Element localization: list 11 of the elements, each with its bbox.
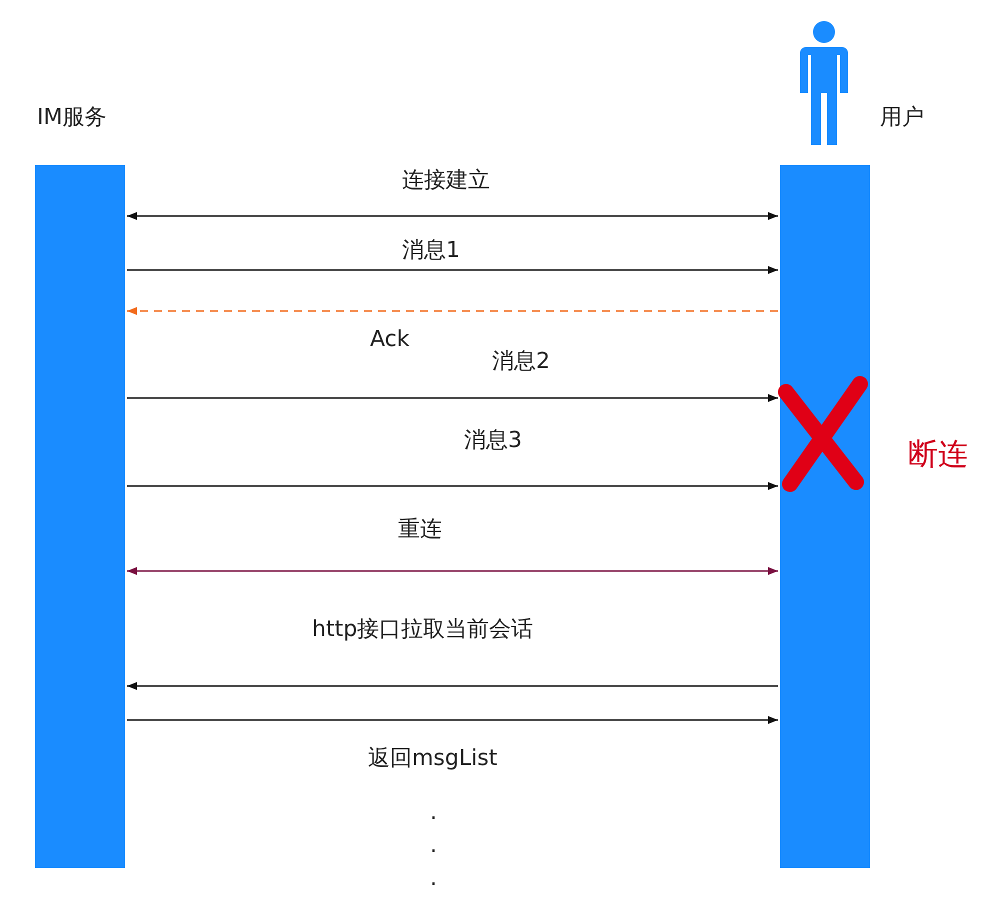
arrow xyxy=(127,394,778,402)
arrow xyxy=(127,212,778,220)
arrow xyxy=(127,567,778,575)
participant-label: IM服务 xyxy=(36,105,108,131)
arrow xyxy=(127,266,778,274)
arrow xyxy=(127,307,778,315)
arrow xyxy=(127,716,778,724)
edge-label: 返回msgList xyxy=(366,746,500,772)
arrow xyxy=(127,682,778,690)
arrow xyxy=(127,482,778,490)
participant-label: 用户 xyxy=(879,105,925,131)
